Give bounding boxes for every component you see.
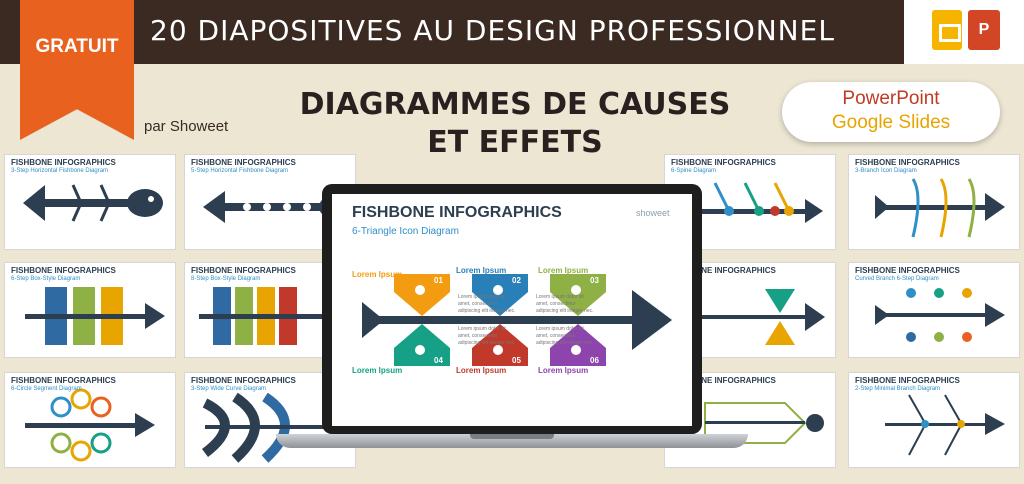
- google-slides-label: Google Slides: [831, 112, 951, 133]
- step-number: 05: [512, 356, 521, 365]
- step-number: 06: [590, 356, 599, 365]
- thumbnail-subtitle: 6-Circle Segment Diagram: [11, 386, 82, 392]
- app-icons-panel: P: [904, 0, 1024, 64]
- thumbnail-title: FISHBONE INFOGRAPHICS: [191, 266, 296, 275]
- thumbnail-subtitle: 8-Step Box-Style Diagram: [191, 276, 261, 282]
- banner-title: 20 DIAPOSITIVES AU DESIGN PROFESSIONNEL: [150, 14, 835, 47]
- showeet-logo: showeet: [636, 208, 670, 218]
- powerpoint-icon: P: [968, 10, 1000, 50]
- curve-fishbone-graphic: [201, 392, 345, 463]
- thumbnail-subtitle: 2-Step Minimal Branch Diagram: [855, 386, 941, 392]
- thumbnail-title: FISHBONE INFOGRAPHICS: [191, 158, 296, 167]
- step-number: 04: [434, 356, 443, 365]
- free-ribbon: GRATUIT: [20, 0, 134, 140]
- thumbnail-title: FISHBONE INFOGRAPHICS: [671, 158, 776, 167]
- laptop-base: [276, 434, 748, 448]
- google-slides-icon: [932, 10, 962, 50]
- curved-branch-graphic: [875, 288, 1005, 342]
- step-paragraph: Lorem ipsum dolor sit amet, consectetur …: [458, 326, 516, 346]
- thumbnail-subtitle: 5-Step Horizontal Fishbone Diagram: [191, 168, 289, 174]
- thumbnail-slide-1: FISHBONE INFOGRAPHICS 3-Step Horizontal …: [4, 154, 176, 250]
- thumbnail-subtitle: 6-Spine Diagram: [671, 168, 717, 174]
- powerpoint-label: PowerPoint: [842, 88, 940, 109]
- fishbone-fish-graphic: [23, 184, 163, 222]
- thumbnail-title: FISHBONE INFOGRAPHICS: [191, 376, 296, 385]
- minimal-branch-graphic: [885, 394, 1005, 456]
- headline: DIAGRAMMES DE CAUSES ET EFFETS: [260, 86, 770, 162]
- thumbnail-title: FISHBONE INFOGRAPHICS: [855, 376, 960, 385]
- byline: par Showeet: [144, 118, 229, 135]
- thumbnail-title: FISHBONE INFOGRAPHICS: [855, 158, 960, 167]
- step-label: Lorem Ipsum: [456, 266, 507, 275]
- headline-line2: ET EFFETS: [427, 125, 603, 160]
- slide-subtitle: 6-Triangle Icon Diagram: [352, 226, 459, 237]
- circle-fishbone-graphic: [25, 388, 155, 462]
- box-fishbone-graphic: [199, 287, 329, 345]
- headline-line1: DIAGRAMMES DE CAUSES: [299, 87, 731, 122]
- thumbnail-subtitle: 3-Step Horizontal Fishbone Diagram: [11, 168, 109, 174]
- step-paragraph: Lorem ipsum dolor sit amet, consectetur …: [458, 294, 516, 314]
- step-label: Lorem Ipsum: [538, 366, 589, 375]
- thumbnail-title: FISHBONE INFOGRAPHICS: [11, 158, 116, 167]
- slide-title: FISHBONE INFOGRAPHICS: [352, 204, 562, 221]
- step-label: Lorem Ipsum: [456, 366, 507, 375]
- step-number: 02: [512, 276, 521, 285]
- thumbnail-subtitle: 6-Step Box-Style Diagram: [11, 276, 81, 282]
- thumbnail-title: FISHBONE INFOGRAPHICS: [671, 266, 776, 275]
- thumbnail-slide-8: FISHBONE INFOGRAPHICS Curved Branch 6-St…: [848, 262, 1020, 358]
- step-number: 01: [434, 276, 443, 285]
- thumbnail-title: FISHBONE INFOGRAPHICS: [11, 266, 116, 275]
- thumbnail-title: FISHBONE INFOGRAPHICS: [855, 266, 960, 275]
- thumbnail-title: FISHBONE INFOGRAPHICS: [671, 376, 776, 385]
- thumbnail-slide-4: FISHBONE INFOGRAPHICS 3-Branch Icon Diag…: [848, 154, 1020, 250]
- thumbnail-slide-9: FISHBONE INFOGRAPHICS 6-Circle Segment D…: [4, 372, 176, 468]
- step-label: Lorem Ipsum: [538, 266, 589, 275]
- step-label: Lorem Ipsum: [352, 366, 403, 375]
- triangle-fishbone-graphic: [685, 289, 825, 345]
- platform-pill: PowerPoint Google Slides: [782, 82, 1000, 142]
- thumbnail-subtitle: Curved Branch 6-Step Diagram: [855, 276, 939, 282]
- thumbnail-subtitle: 3-Branch Icon Diagram: [855, 168, 917, 174]
- top-banner: 20 DIAPOSITIVES AU DESIGN PROFESSIONNEL: [0, 0, 1024, 64]
- featured-slide: 01 02 03 04 05 06 Lorem ipsum dolor sit …: [332, 194, 692, 426]
- triangle-fishbone-diagram: [362, 274, 672, 366]
- step-label: Lorem Ipsum: [352, 270, 403, 279]
- ribbon-label: GRATUIT: [35, 36, 119, 57]
- thumbnail-slide-12: FISHBONE INFOGRAPHICS 2-Step Minimal Bra…: [848, 372, 1020, 468]
- step-paragraph: Lorem ipsum dolor sit amet, consectetur …: [536, 326, 594, 346]
- thumbnail-title: FISHBONE INFOGRAPHICS: [11, 376, 116, 385]
- branch-fishbone-graphic: [875, 178, 1005, 238]
- thumbnail-slide-5: FISHBONE INFOGRAPHICS 6-Step Box-Style D…: [4, 262, 176, 358]
- step-number: 03: [590, 276, 599, 285]
- step-paragraph: Lorem ipsum dolor sit amet, consectetur …: [536, 294, 594, 314]
- thumbnail-subtitle: 3-Step Wide Curve Diagram: [191, 386, 267, 392]
- laptop-notch: [470, 434, 554, 439]
- spine-fishbone-graphic: [685, 182, 823, 223]
- box-fishbone-graphic: [25, 287, 165, 345]
